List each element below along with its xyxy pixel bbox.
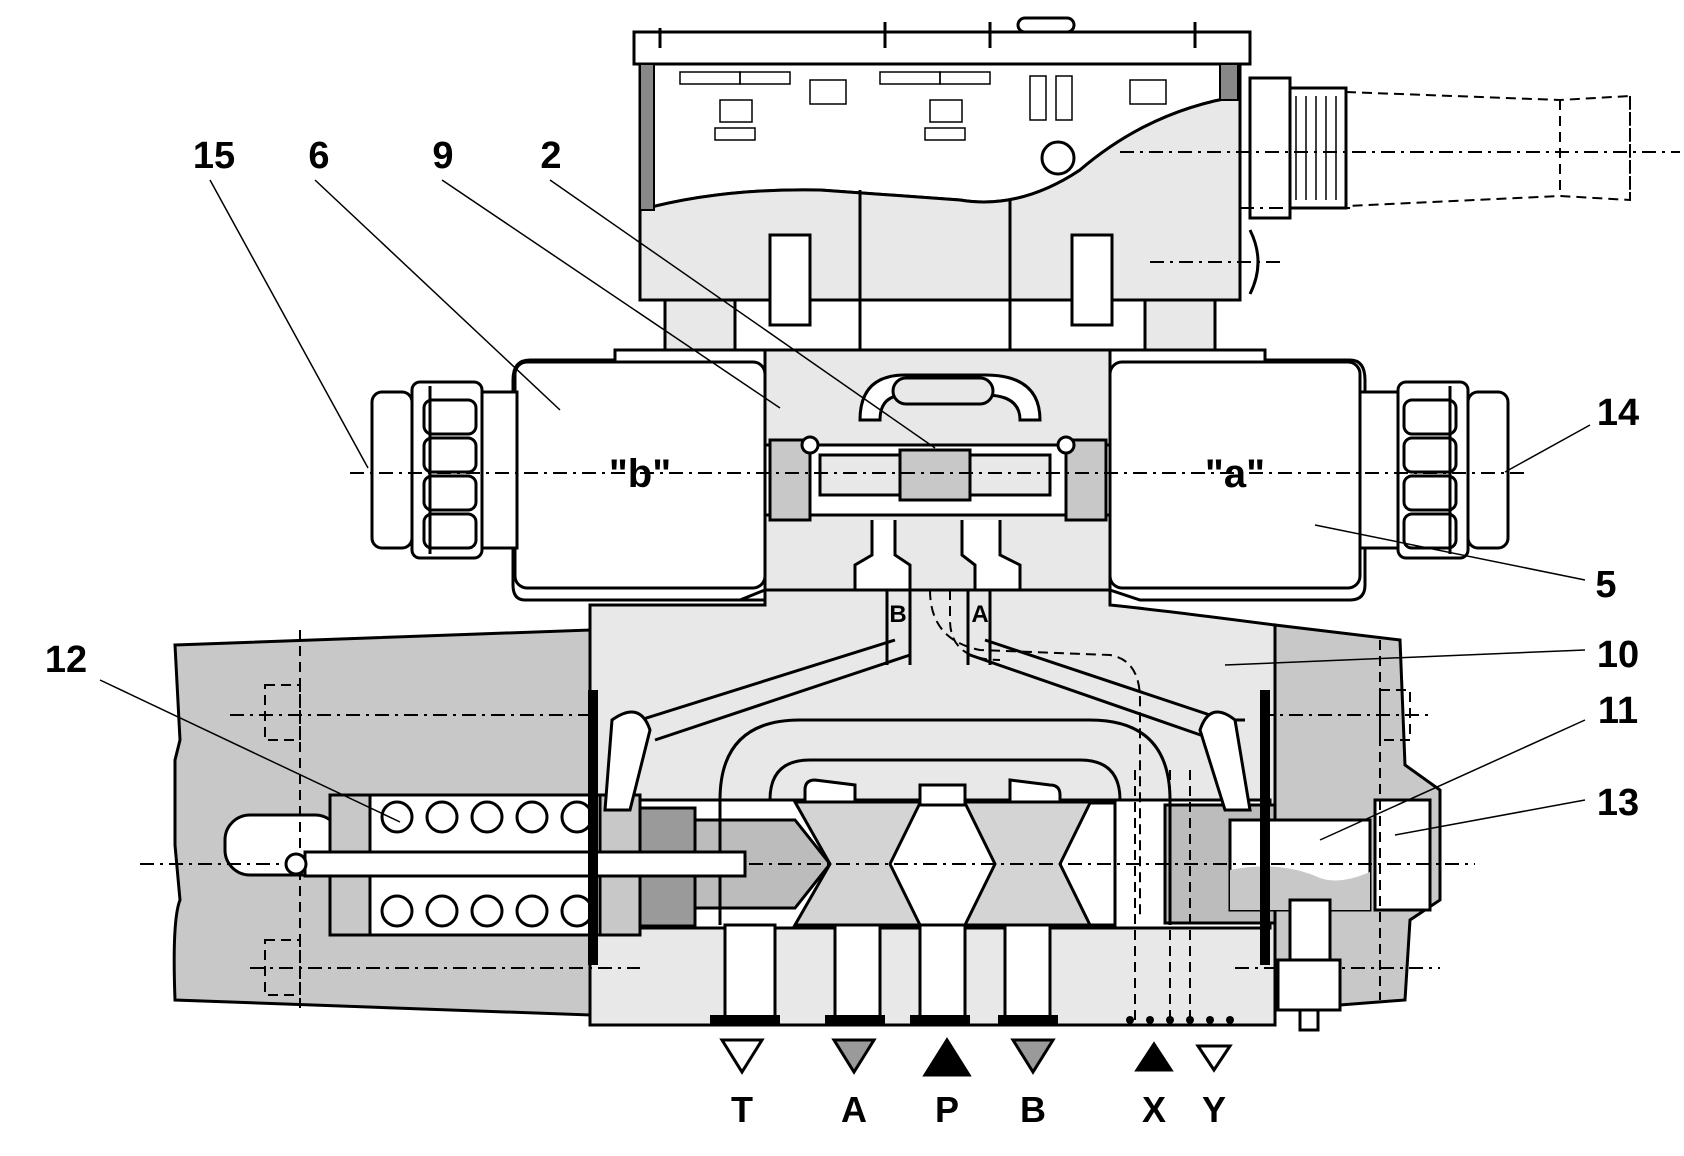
port-t-symbol <box>719 1038 765 1075</box>
callout-9: 9 <box>432 135 453 177</box>
pilot-port-b: B <box>889 601 906 628</box>
port-label-b: B <box>1020 1089 1046 1130</box>
pilot-port-a: A <box>971 601 988 628</box>
port-label-p: P <box>935 1089 959 1130</box>
leader-lines <box>99 179 1591 841</box>
port-y-symbol <box>1195 1044 1233 1073</box>
port-label-y: Y <box>1202 1089 1226 1130</box>
callout-6: 6 <box>308 135 329 177</box>
callout-2: 2 <box>540 135 561 177</box>
callout-5: 5 <box>1595 564 1616 606</box>
callout-14: 14 <box>1597 392 1639 434</box>
port-x-symbol <box>1134 1041 1174 1072</box>
port-label-t: T <box>731 1089 753 1130</box>
port-label-a: A <box>841 1089 867 1130</box>
callout-13: 13 <box>1597 782 1639 824</box>
solenoid-b-label: "b" <box>609 452 671 496</box>
port-a-symbol <box>831 1038 877 1075</box>
pressure-element <box>1276 898 1342 1032</box>
port-p-symbol <box>922 1037 972 1077</box>
callout-10: 10 <box>1597 634 1639 676</box>
spring-assembly <box>284 690 1270 965</box>
callout-11: 11 <box>1598 690 1638 732</box>
port-b-symbol <box>1010 1038 1056 1075</box>
electronics-housing <box>632 16 1680 394</box>
solenoid-a-label: "a" <box>1205 452 1265 496</box>
callout-12: 12 <box>45 639 87 681</box>
solenoid-coil-b <box>370 360 767 590</box>
solenoid-coil-a <box>1108 360 1510 590</box>
callout-15: 15 <box>193 135 235 177</box>
port-label-x: X <box>1142 1089 1166 1130</box>
port-symbols <box>719 1037 1233 1077</box>
